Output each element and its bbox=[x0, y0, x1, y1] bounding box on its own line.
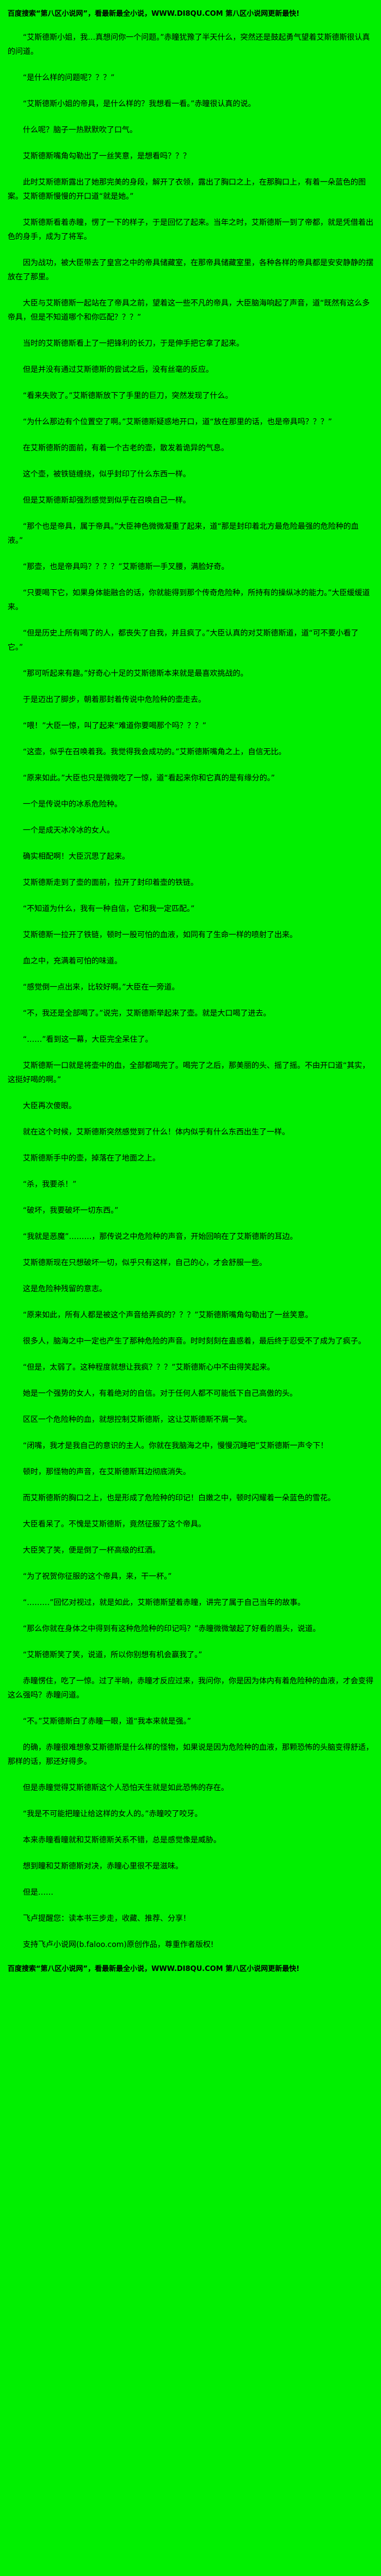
paragraph: 于是迈出了脚步，朝着那封着传说中危险种的壶走去。 bbox=[23, 695, 206, 704]
paragraph: 艾斯德斯一拉开了铁链，顿时一股可怕的血液，如同有了生命一样的喷射了出来。 bbox=[23, 931, 297, 939]
paragraph: 但是赤瞳觉得艾斯德斯这个人恐怕天生就是如此恐怖的存在。 bbox=[23, 1784, 229, 1792]
paragraph: 她是一个强势的女人，有着绝对的自信。对于任何人都不可能低下自己高傲的头。 bbox=[23, 1389, 297, 1398]
paragraph: 一个是成天冰冷冰的女人。 bbox=[23, 826, 114, 835]
paragraph: “破坏，我要破坏一切东西。” bbox=[23, 1206, 119, 1215]
paragraph: “我就是恶魔”………，那传说之中危险种的声音，开始回响在了艾斯德斯的耳边。 bbox=[23, 1232, 298, 1241]
paragraph: 艾斯德斯走到了壶的面前，拉开了封印着壶的铁链。 bbox=[23, 878, 198, 887]
paragraph: “不。”艾斯德斯白了赤瞳一眼，道“我本来就是强。” bbox=[23, 1717, 192, 1726]
paragraph: “那壶，也是帝具吗？？？？”艾斯德斯一手叉腰，满脸好奇。 bbox=[23, 563, 229, 571]
paragraph: 在艾斯德斯的面前，有着一个古老的壶，散发着诡异的气息。 bbox=[23, 444, 229, 453]
paragraph: 一个是传说中的冰系危险种。 bbox=[23, 800, 122, 809]
paragraph: “那可听起来有趣。”好奇心十足的艾斯德斯本来就是最喜欢挑战的。 bbox=[23, 669, 248, 678]
paragraph: 艾斯德斯一口就是将壶中的血，全部都喝完了。喝完了之后，那美丽的头、摇了摇。不由开… bbox=[8, 1061, 370, 1084]
paragraph: “是什么样的问题呢？？？” bbox=[23, 74, 115, 82]
paragraph: 这个壶，被铁链缠绕，似乎封印了什么东西一样。 bbox=[23, 470, 190, 479]
faloo-reminder-line: 飞卢提醒您：读本书三步走，收藏、推荐、分享！ bbox=[23, 1914, 190, 1923]
footer-promo-line: 百度搜索“第八区小说网”，看最新最全小说，WWW.DI8QU.COM 第八区小说… bbox=[8, 1965, 300, 1973]
paragraph: “艾斯德斯笑了笑，说道，所以你别想有机会赢我了。” bbox=[23, 1651, 202, 1659]
paragraph: 大臣与艾斯德斯一起站在了帝具之前，望着这一些不凡的帝具，大臣脑海响起了声音，道“… bbox=[8, 299, 370, 322]
paragraph: 大臣笑了笑，便是倒了一杯高级的红酒。 bbox=[23, 1546, 160, 1555]
paragraph: “但是，太弱了。这种程度就想让我疯？？？”艾斯德斯心中不由得笑起来。 bbox=[23, 1363, 275, 1372]
paragraph: 区区一个危险种的血，就想控制艾斯德斯，这让艾斯德斯不屑一笑。 bbox=[23, 1415, 251, 1424]
chapter-content: “艾斯德斯小姐，我…真想问你一个问题。”赤瞳犹豫了半天什么，突然还是鼓起勇气望着… bbox=[8, 30, 373, 1900]
paragraph: 而艾斯德斯的胸口之上，也是形成了危险种的印记！白嫩之中，顿时闪耀着一朵蓝色的雪花… bbox=[23, 1494, 335, 1503]
paragraph: 艾斯德斯现在只想破坏一切，似乎只有这样，自己的心，才会舒服一些。 bbox=[23, 1259, 267, 1267]
paragraph: “杀，我要杀！” bbox=[23, 1180, 77, 1189]
paragraph: “喂！”大臣一惊，叫了起来“难道你要喝那个吗？？？” bbox=[23, 722, 207, 730]
paragraph: 就在这个时候，艾斯德斯突然感觉到了什么！体内似乎有什么东西出生了一样。 bbox=[23, 1128, 290, 1137]
paragraph: 但是…… bbox=[23, 1888, 53, 1897]
paragraph: “感觉倒一点出来，比较好啊。”大臣在一旁道。 bbox=[23, 983, 180, 992]
novel-chapter-page: 百度搜索“第八区小说网”，看最新最全小说，WWW.DI8QU.COM 第八区小说… bbox=[8, 10, 373, 1973]
paragraph: 很多人，脑海之中一定也产生了那种危险的声音。时时刻刻在蛊惑着，最后终于忍受不了成… bbox=[23, 1337, 366, 1346]
paragraph: 此时艾斯德斯露出了她那完美的身段，解开了衣领，露出了胸口之上，在那胸口上，有着一… bbox=[8, 178, 366, 201]
paragraph: “不，我还是全部喝了。”说完，艾斯德斯举起来了壶。就是大口喝了进去。 bbox=[23, 1009, 271, 1018]
paragraph: 的确，赤瞳很难想象艾斯德斯是什么样的怪物，如果说是因为危险种的血液，那颗恐怖的头… bbox=[8, 1743, 373, 1766]
paragraph: 大臣看呆了。不愧是艾斯德斯，竟然征服了这个帝具。 bbox=[23, 1520, 206, 1529]
paragraph: “那么你就在身体之中得到有这种危险种的印记吗？”赤瞳微微皱起了好看的眉头，说道。 bbox=[23, 1625, 321, 1633]
paragraph: “为了祝贺你征服的这个帝具，来，干一杯。” bbox=[23, 1572, 172, 1581]
paragraph: “不知道为什么，我有一种自信，它和我一定匹配。” bbox=[23, 905, 195, 913]
paragraph: 什么呢？脑子一热默默吹了口气。 bbox=[23, 126, 137, 135]
faloo-copyright-line: 支持飞卢小说网(b.faloo.com)原创作品，尊重作者版权! bbox=[23, 1940, 214, 1949]
paragraph: 顿时，那怪物的声音，在艾斯德斯耳边彻底消失。 bbox=[23, 1468, 190, 1476]
paragraph: 想到瞳和艾斯德斯对决，赤瞳心里很不是滋味。 bbox=[23, 1862, 183, 1871]
paragraph: “这壶，似乎在召唤着我。我觉得我会成功的。”艾斯德斯嘴角之上，自信无比。 bbox=[23, 748, 286, 756]
paragraph: “艾斯德斯小姐的帝具，是什么样的？我想看一看。”赤瞳很认真的说。 bbox=[23, 100, 256, 108]
paragraph: 但是并没有通过艾斯德斯的尝试之后，没有丝毫的反应。 bbox=[23, 365, 213, 374]
paragraph: “艾斯德斯小姐，我…真想问你一个问题。”赤瞳犹豫了半天什么，突然还是鼓起勇气望着… bbox=[8, 33, 370, 56]
paragraph: “看来失败了。”艾斯德斯放下了手里的巨刀，突然发现了什么。 bbox=[23, 392, 233, 400]
paragraph: “闭嘴，我才是我自己的意识的主人。你就在我脑海之中，慢慢沉睡吧”艾斯德斯一声令下… bbox=[23, 1442, 328, 1450]
paragraph: 大臣再次傻眼。 bbox=[23, 1102, 76, 1110]
paragraph: 血之中，充满着可怕的味道。 bbox=[23, 957, 122, 966]
paragraph: “………”回忆对视过，就是如此，艾斯德斯望着赤瞳，讲完了属于自己当年的故事。 bbox=[23, 1598, 305, 1607]
paragraph: “……”看到这一幕，大臣完全呆住了。 bbox=[23, 1035, 153, 1044]
header-promo-line: 百度搜索“第八区小说网”，看最新最全小说，WWW.DI8QU.COM 第八区小说… bbox=[8, 10, 300, 18]
paragraph: “原来如此，所有人都是被这个声音给弄疯的？？？”艾斯德斯嘴角勾勒出了一丝笑意。 bbox=[23, 1311, 313, 1320]
paragraph: 赤瞳愣住，吃了一惊。过了半晌，赤瞳才反应过来，我问你，你是因为体内有着危险种的血… bbox=[8, 1677, 373, 1700]
paragraph: “我是不可能把瞳让给这样的女人的。”赤瞳咬了咬牙。 bbox=[23, 1810, 202, 1818]
paragraph: 艾斯德斯嘴角勾勒出了一丝笑意，是想看吗？？？ bbox=[23, 152, 190, 161]
paragraph: 确实相配啊！大臣沉思了起来。 bbox=[23, 852, 130, 861]
paragraph: 这是危险种残留的意志。 bbox=[23, 1285, 107, 1293]
paragraph: 但是艾斯德斯却强烈感觉到似乎在召唤自己一样。 bbox=[23, 496, 190, 505]
paragraph: 当时的艾斯德斯看上了一把锋利的长刀，于是伸手把它拿了起来。 bbox=[23, 339, 244, 348]
paragraph: 艾斯德斯手中的壶，掉落在了地面之上。 bbox=[23, 1154, 160, 1163]
paragraph: “那个也是帝具，属于帝具。”大臣神色微微凝重了起来，道“那是封印着北方最危险最强… bbox=[8, 522, 359, 545]
paragraph: “只要喝下它，如果身体能融合的话，你就能得到那个传奇危险种，所持有的操纵冰的能力… bbox=[8, 589, 370, 612]
paragraph: 本来赤瞳看瞳就和艾斯德斯关系不错，总是感觉像是威胁。 bbox=[23, 1836, 221, 1845]
paragraph: 艾斯德斯看着赤瞳，愣了一下的样子，于是回忆了起来。当年之时，艾斯德斯一到了帝都，… bbox=[8, 218, 373, 241]
paragraph: “原来如此。”大臣也只是微微吃了一惊，道“看起来你和它真的是有缘分的。” bbox=[23, 774, 275, 783]
paragraph: “为什么那边有个位置空了啊。”艾斯德斯疑惑地开口，道“放在那里的话，也是帝具吗？… bbox=[23, 418, 333, 426]
paragraph: 因为战功，被大臣带去了皇宫之中的帝具储藏室，在那帝具储藏室里，各种各样的帝具都是… bbox=[8, 259, 373, 282]
paragraph: “但是历史上所有喝了的人，都丧失了自我，并且疯了。”大臣认真的对艾斯德斯道，道“… bbox=[8, 629, 359, 652]
